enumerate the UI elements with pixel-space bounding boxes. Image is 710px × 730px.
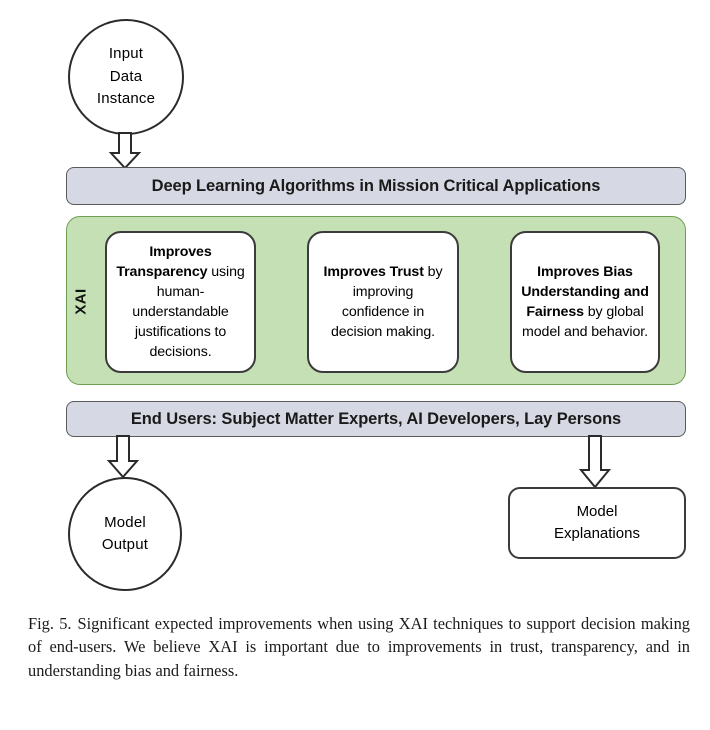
arrow-end-users-to-model-output-icon [106,435,140,479]
card-improves-trust-rest: by improving confidence in decision maki… [330,263,443,341]
figure-number: Fig. 5. [28,614,72,633]
card-improves-transparency-label: Improves Transparency using human-unders… [115,242,246,363]
card-improves-bias-understanding-and-fairness: Improves Bias Understanding and Fairness… [510,231,660,373]
figure-caption: Fig. 5.Significant expected improvements… [28,612,690,682]
figure-caption-text: Significant expected improvements when u… [28,614,690,680]
xai-panel: XAI Improves Transparency using human-un… [66,216,686,385]
input-data-instance-label: Input Data Instance [96,45,156,108]
card-improves-trust: Improves Trust by improving confidence i… [307,231,459,373]
input-data-instance-node: Input Data Instance [68,19,184,135]
end-users-banner-label: End Users: Subject Matter Experts, AI De… [130,409,622,428]
deep-learning-banner-label: Deep Learning Algorithms in Mission Crit… [151,176,601,195]
card-improves-transparency: Improves Transparency using human-unders… [105,231,256,373]
arrow-input-to-deep-learning-icon [108,132,142,170]
card-improves-trust-bold: Improves Trust [323,263,424,280]
deep-learning-banner: Deep Learning Algorithms in Mission Crit… [66,167,686,205]
card-improves-transparency-rest: using human-understandable justification… [132,263,245,361]
card-improves-bias-bold: Improves Bias Understanding and Fairness [521,263,649,320]
arrow-end-users-to-model-explanations-icon [578,435,612,489]
card-improves-trust-label: Improves Trust by improving confidence i… [317,262,449,343]
card-improves-transparency-bold: Improves Transparency [116,243,212,280]
model-explanations-label: Model Explanations [554,502,640,543]
model-output-label: Model Output [101,513,149,554]
card-improves-bias-label: Improves Bias Understanding and Fairness… [520,262,650,343]
model-explanations-node: Model Explanations [508,487,686,559]
xai-side-label: XAI [67,217,95,386]
xai-side-label-text: XAI [72,288,90,315]
card-improves-bias-rest: by global model and behavior. [522,304,648,341]
end-users-banner: End Users: Subject Matter Experts, AI De… [66,401,686,437]
model-output-node: Model Output [68,477,182,591]
